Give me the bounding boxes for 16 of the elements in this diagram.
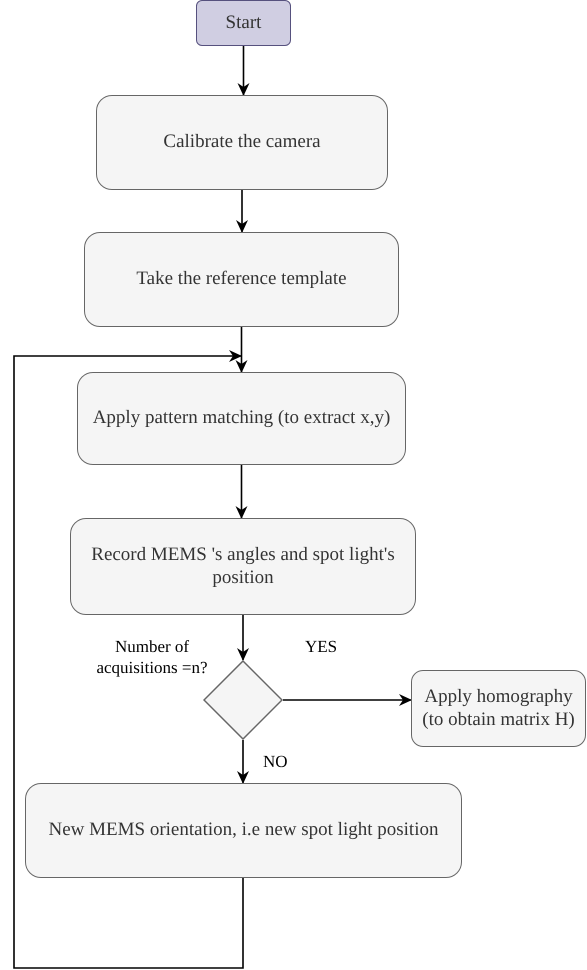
process-box: Record MEMS 's angles and spot light's position (70, 518, 416, 615)
arrow (236, 465, 248, 519)
process-box: Calibrate the camera (96, 95, 388, 190)
process-box: Take the reference template (84, 232, 399, 327)
arrow (237, 615, 249, 661)
arrow (238, 46, 250, 96)
arrow (236, 327, 248, 373)
decision-label: Number of acquisitions =n? (96, 636, 208, 678)
process-box: Apply pattern matching (to extract x,y) (77, 372, 406, 465)
arrow (283, 694, 412, 706)
arrow (236, 190, 248, 233)
arrow (13, 350, 244, 969)
start-box: Start (196, 0, 291, 46)
process-box: New MEMS orientation, i.e new spot light position (25, 783, 462, 878)
process-box: Apply homography (to obtain matrix H) (411, 670, 586, 747)
arrow (237, 740, 249, 784)
